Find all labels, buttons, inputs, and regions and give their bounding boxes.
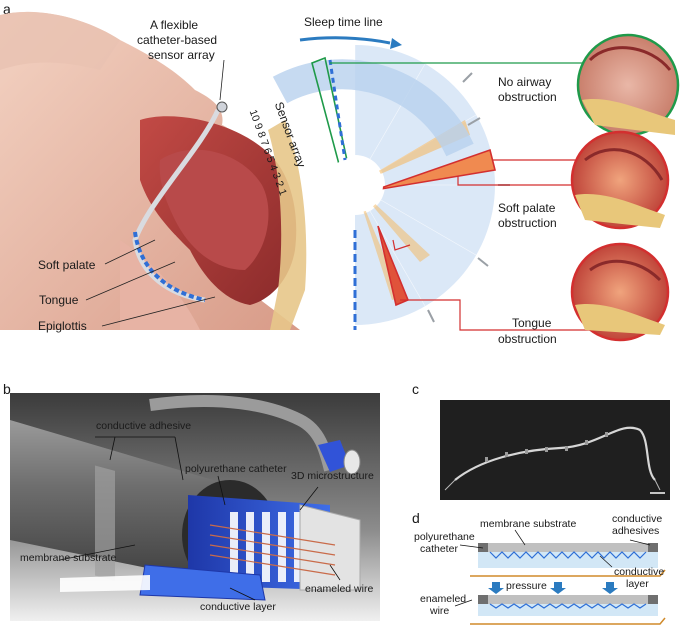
sensor-pressed [470,595,666,625]
soft-palate-obstruction-line-2: obstruction [498,216,557,230]
panel-c-letter: c [412,381,419,397]
d-enameled-wire-line-1: enameled [420,593,467,605]
catheter-label-line-3: sensor array [148,48,215,62]
tongue-shape [159,149,269,270]
panel-b-letter: b [3,381,11,397]
d-conductive-layer-line-1: conductive [614,566,665,578]
d-polyurethane-catheter-line-1: polyurethane [414,531,475,543]
d-conductive-adhesives-line-2: adhesives [612,525,660,537]
conductive-layer-label: conductive layer [200,601,276,613]
panel-d-letter: d [412,510,420,526]
tongue-label: Tongue [39,293,79,307]
catheter-label-line-2: catheter-based [137,33,218,47]
tongue-obstruction-line-2: obstruction [498,332,557,346]
spine [268,120,307,330]
enameled-wire-label: enameled wire [305,583,374,595]
catheter [132,108,221,303]
panel-a-figure [0,11,680,342]
conductive-adhesive-label: conductive adhesive [96,420,192,432]
no-obstruction-label-line-1: No airway [498,75,552,89]
soft-palate-label: Soft palate [38,258,96,272]
panel-a-letter: a [3,1,11,17]
timeline-arrow [299,36,391,45]
epiglottis-label: Epiglottis [38,319,87,333]
polar-plot [272,45,510,330]
outcome-circle-none [576,33,680,137]
polyurethane-catheter-label: polyurethane catheter [185,463,287,475]
d-conductive-adhesives-line-1: conductive [612,513,663,525]
tongue-obstruction-line-1: Tongue [512,316,552,330]
timeline-label: Sleep time line [304,15,383,29]
soft-palate-obstruction-line-1: Soft palate [498,201,556,215]
soft-palate-window [374,148,496,191]
no-obstruction-label-line-2: obstruction [498,90,557,104]
d-membrane-substrate-label: membrane substrate [480,518,577,530]
d-pressure-label: pressure [506,580,547,592]
d-polyurethane-catheter-line-2: catheter [420,543,458,555]
outcome-circle-soft-palate [570,130,670,230]
d-enameled-wire-line-2: wire [430,605,450,617]
catheter-photo [454,426,656,481]
3d-microstructure-label: 3D microstructure [291,470,374,482]
tongue-window [377,225,410,307]
catheter-label-line-1: A flexible [150,18,199,32]
d-conductive-layer-line-2: layer [626,578,649,590]
outcome-circle-tongue [570,242,670,342]
membrane-substrate-label: membrane substrate [20,552,117,564]
